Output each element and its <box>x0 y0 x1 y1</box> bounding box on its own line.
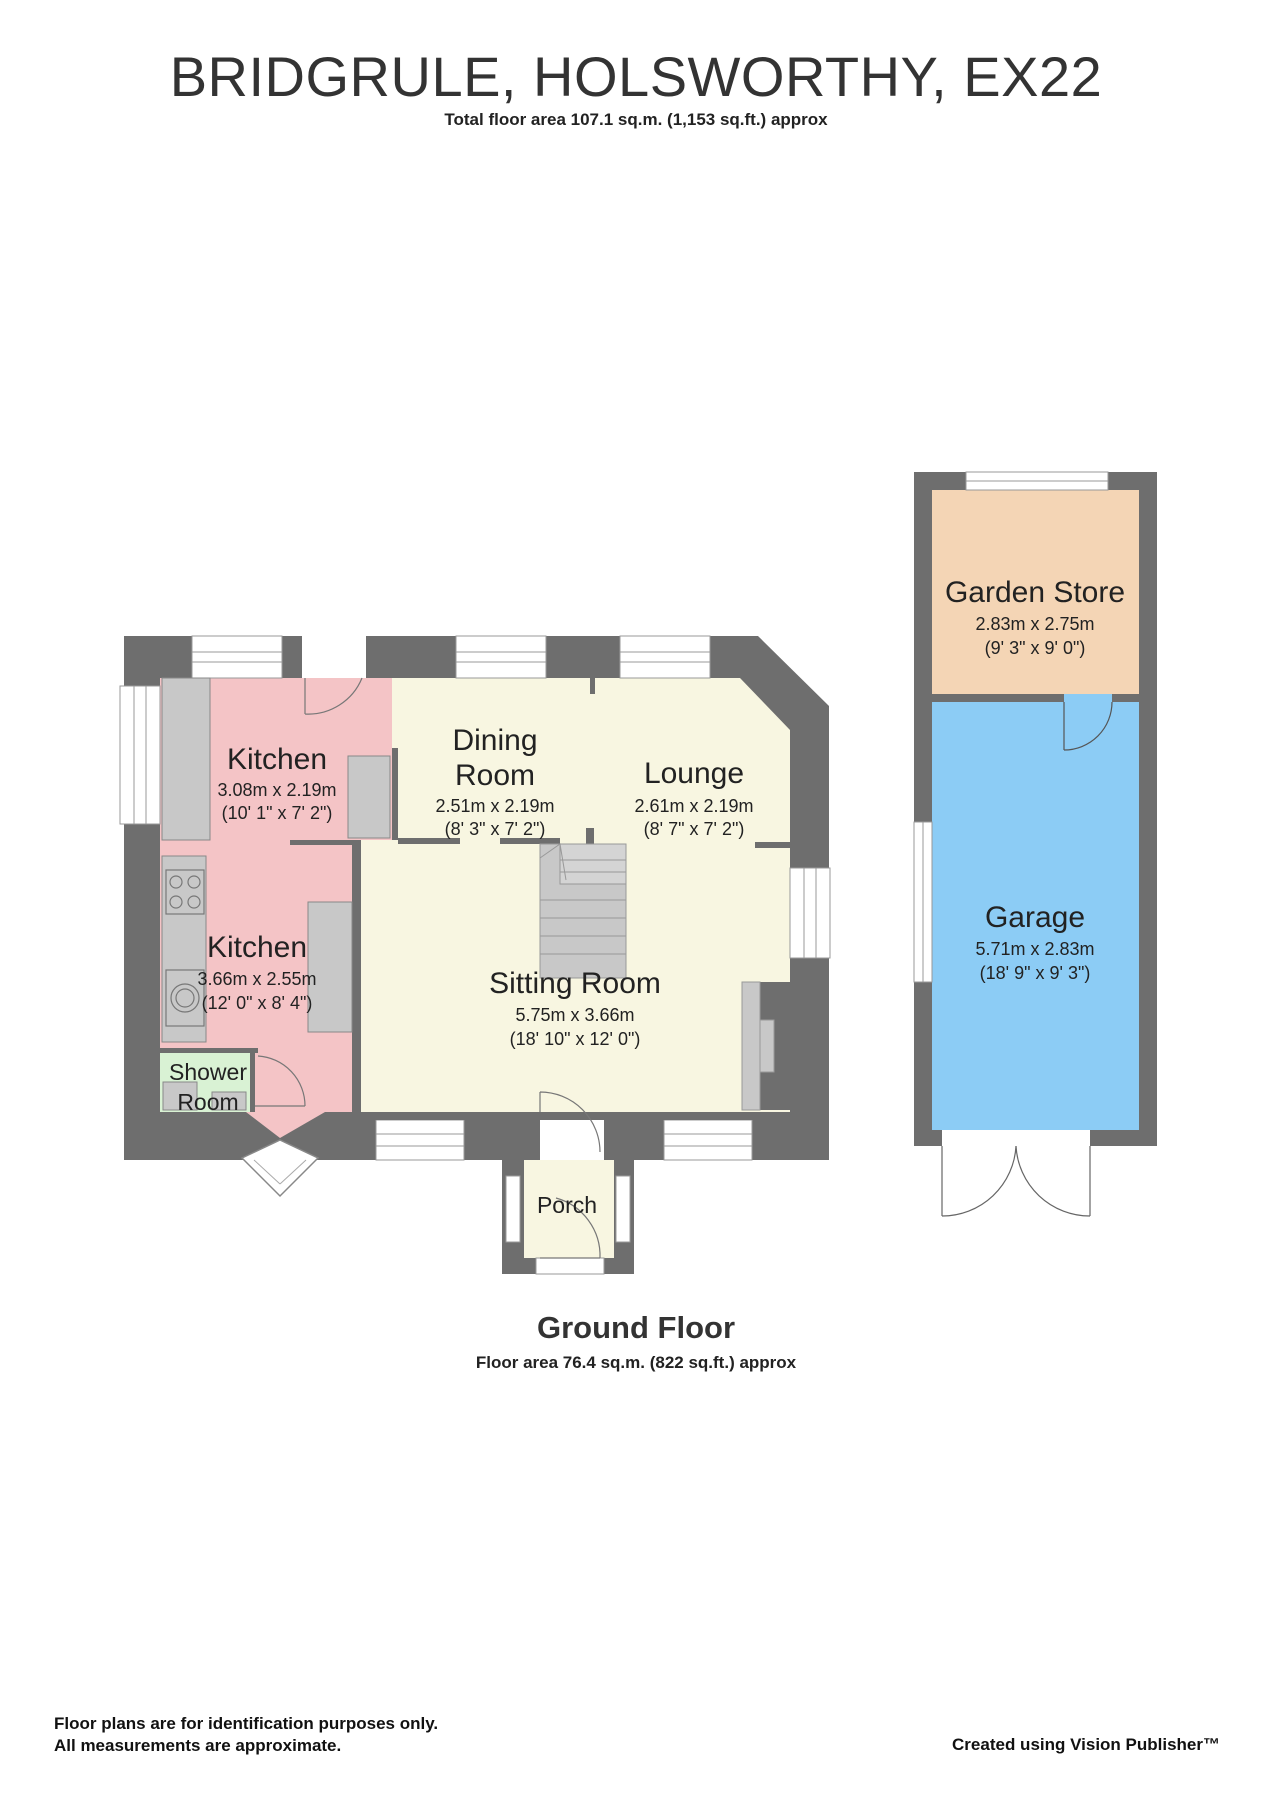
total-floor-area: Total floor area 107.1 sq.m. (1,153 sq.f… <box>444 110 828 129</box>
lounge-name: Lounge <box>644 757 744 790</box>
kitchen-unit-lower <box>307 901 353 1033</box>
shower-door-swing <box>255 1055 306 1107</box>
garage-door-swing-left <box>941 1145 1017 1217</box>
porch-doorway <box>540 1120 604 1160</box>
garden-store-imperial: (9' 3" x 9' 0") <box>985 638 1086 658</box>
porch-front-door <box>535 1257 605 1275</box>
shower-basin <box>211 1091 247 1111</box>
sitting-room-name: Sitting Room <box>489 967 661 1000</box>
kitchen-lower-name: Kitchen <box>207 931 307 964</box>
dining-wall-mid <box>500 838 560 844</box>
garage-name: Garage <box>985 901 1085 934</box>
fireplace-hearth <box>741 981 761 1111</box>
kitchen-unit-upper <box>347 755 391 839</box>
kitchen-dividing-wall <box>352 840 361 1112</box>
porch-window-left <box>505 1175 521 1243</box>
porch-inner-door-swing <box>539 1091 601 1153</box>
sitting-room-imperial: (18' 10" x 12' 0") <box>510 1029 641 1049</box>
kitchen-lower-imperial: (12' 0" x 8' 4") <box>202 993 313 1013</box>
dining-imperial: (8' 3" x 7' 2") <box>445 819 546 839</box>
garage-metric: 5.71m x 2.83m <box>975 939 1094 959</box>
shower-tray <box>162 1081 198 1111</box>
dining-wall-top-stub <box>590 678 595 694</box>
dining-name-line2: Room <box>455 759 535 792</box>
dining-name-line1: Dining <box>452 724 537 757</box>
sink-icon <box>165 969 205 1027</box>
lounge-wall-stub <box>586 828 594 844</box>
kitchen-upper-name: Kitchen <box>227 743 327 776</box>
garage-floor <box>932 702 1139 1130</box>
disclaimer: Floor plans are for identification purpo… <box>54 1713 438 1757</box>
dining-wall-left <box>398 838 460 844</box>
garage-imperial: (18' 9" x 9' 3") <box>980 963 1091 983</box>
kitchen-split-wall <box>290 840 356 845</box>
garage-door-opening <box>942 1130 1090 1146</box>
floor-name: Ground Floor <box>536 1310 736 1345</box>
shower-room-name-line1: Shower <box>169 1059 247 1085</box>
garden-store-name: Garden Store <box>945 576 1125 609</box>
disclaimer-line-2: All measurements are approximate. <box>54 1736 342 1755</box>
garage-door-swing-right <box>1015 1145 1091 1217</box>
kitchen-window-top <box>191 635 283 679</box>
garden-store-door-swing <box>1063 701 1113 751</box>
lounge-imperial: (8' 7" x 7' 2") <box>644 819 745 839</box>
kitchen-upper-metric: 3.08m x 2.19m <box>217 780 336 800</box>
bottom-wall-band <box>356 1112 790 1120</box>
fireplace-surround <box>759 1019 775 1073</box>
software-credit: Created using Vision Publisher™ <box>952 1735 1220 1754</box>
shower-wall-top <box>160 1048 258 1053</box>
lounge-metric: 2.61m x 2.19m <box>634 796 753 816</box>
dining-window-top <box>455 635 547 679</box>
dining-metric: 2.51m x 2.19m <box>435 796 554 816</box>
garden-store-door-opening <box>1064 694 1112 702</box>
lounge-wall-right <box>755 842 790 848</box>
porch-front-door-swing <box>540 1197 601 1259</box>
plan-title: BRIDGRULE, HOLSWORTHY, EX22 <box>169 45 1103 108</box>
garden-store-floor <box>932 490 1139 694</box>
porch-name: Porch <box>537 1192 597 1218</box>
garage-garden-store-wall <box>932 694 1139 702</box>
staircase <box>539 843 627 979</box>
kitchen-lower-metric: 3.66m x 2.55m <box>197 969 316 989</box>
sitting-window-bottom-left <box>375 1119 465 1161</box>
hob-icon <box>165 869 205 915</box>
garden-store-metric: 2.83m x 2.75m <box>975 614 1094 634</box>
disclaimer-line-1: Floor plans are for identification purpo… <box>54 1714 439 1733</box>
kitchen-back-door-opening <box>302 636 366 678</box>
sitting-window-right <box>789 867 831 959</box>
lounge-window-top <box>619 635 711 679</box>
kitchen-upper-imperial: (10' 1" x 7' 2") <box>222 803 333 823</box>
floor-area: Floor area 76.4 sq.m. (822 sq.ft.) appro… <box>475 1353 797 1372</box>
shower-room-name-line2: Room <box>177 1089 238 1115</box>
sitting-window-bottom-right <box>663 1119 753 1161</box>
kitchen-worktop-upper <box>161 677 211 841</box>
porch-window-right <box>615 1175 631 1243</box>
shower-wall-right <box>250 1048 255 1112</box>
kitchen-back-door-swing <box>304 677 363 715</box>
kitchen-bay-window <box>240 1139 320 1198</box>
kitchen-upper-wall <box>392 748 398 840</box>
sitting-room-metric: 5.75m x 3.66m <box>515 1005 634 1025</box>
kitchen-window-left <box>119 685 161 825</box>
